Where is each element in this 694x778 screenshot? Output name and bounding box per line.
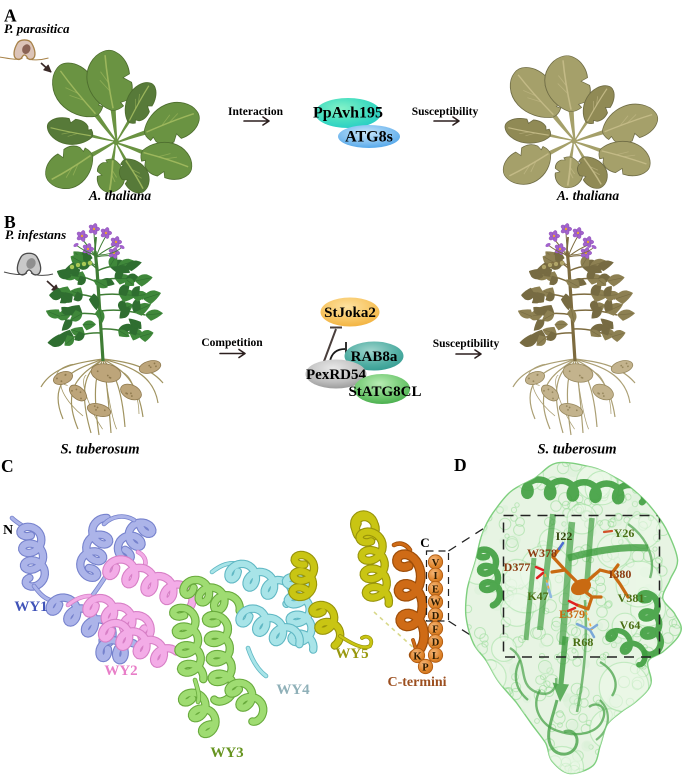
- svg-text:WY4: WY4: [276, 682, 310, 698]
- svg-text:B: B: [4, 212, 16, 232]
- svg-text:E379: E379: [559, 607, 585, 621]
- svg-text:R68: R68: [573, 635, 594, 649]
- svg-text:V381: V381: [618, 591, 645, 605]
- svg-text:Susceptibility: Susceptibility: [433, 338, 500, 350]
- svg-text:WY2: WY2: [104, 663, 137, 679]
- svg-text:Y26: Y26: [614, 526, 635, 540]
- svg-text:D377: D377: [504, 560, 531, 574]
- svg-text:P. parasitica: P. parasitica: [4, 21, 70, 36]
- svg-text:L: L: [432, 651, 439, 662]
- svg-text:Interaction: Interaction: [228, 106, 284, 118]
- svg-text:I380: I380: [609, 567, 632, 581]
- svg-text:D: D: [432, 611, 440, 622]
- svg-text:C: C: [1, 456, 14, 476]
- svg-text:W378: W378: [527, 546, 557, 560]
- svg-text:V64: V64: [620, 618, 641, 632]
- svg-text:C-termini: C-termini: [387, 675, 446, 690]
- svg-text:N: N: [3, 523, 13, 538]
- svg-text:StATG8CL: StATG8CL: [348, 384, 421, 400]
- svg-text:E: E: [432, 584, 439, 595]
- svg-text:P. infestans: P. infestans: [5, 227, 66, 242]
- svg-text:ATG8s: ATG8s: [345, 129, 393, 146]
- svg-text:PexRD54: PexRD54: [306, 367, 366, 383]
- svg-text:C: C: [420, 535, 429, 550]
- svg-text:WY3: WY3: [210, 745, 243, 761]
- svg-text:Competition: Competition: [201, 337, 263, 349]
- svg-text:PpAvh195: PpAvh195: [313, 105, 383, 122]
- svg-text:WY1: WY1: [14, 599, 47, 615]
- svg-text:A. thaliana: A. thaliana: [88, 188, 152, 203]
- svg-text:K47: K47: [527, 589, 548, 603]
- svg-text:V: V: [432, 558, 440, 569]
- svg-text:WY5: WY5: [335, 646, 368, 662]
- svg-text:D: D: [432, 638, 440, 649]
- svg-text:S. tuberosum: S. tuberosum: [61, 442, 140, 458]
- svg-text:RAB8a: RAB8a: [351, 349, 398, 365]
- svg-text:P: P: [422, 662, 429, 673]
- svg-text:I: I: [433, 571, 437, 582]
- svg-text:Susceptibility: Susceptibility: [412, 106, 479, 118]
- svg-text:D: D: [454, 455, 467, 475]
- svg-text:K: K: [413, 651, 422, 662]
- svg-text:A: A: [4, 6, 17, 26]
- svg-text:I22: I22: [556, 529, 573, 543]
- svg-text:S. tuberosum: S. tuberosum: [538, 442, 617, 458]
- svg-text:A. thaliana: A. thaliana: [556, 188, 620, 203]
- svg-text:W: W: [430, 598, 441, 609]
- svg-text:StJoka2: StJoka2: [324, 305, 376, 321]
- svg-text:F: F: [432, 624, 438, 635]
